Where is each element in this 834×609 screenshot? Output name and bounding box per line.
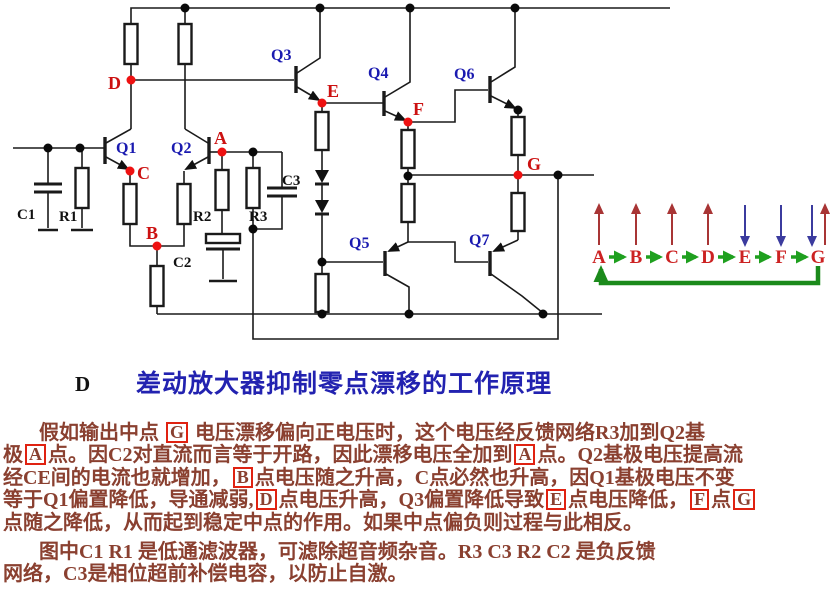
feedback-flow-diagram: A B C D E F G — [592, 203, 830, 286]
component-label-Q6: Q6 — [454, 66, 474, 83]
text-segment: 经CE间的电流也就增加， — [3, 466, 231, 489]
capacitors — [34, 182, 297, 283]
section-label: D — [75, 372, 91, 396]
text-line: 图中C1 R1 是低通滤波器，可滤除超音频杂音。R3 C3 R2 C2 是负反馈 — [3, 541, 833, 563]
paragraph-2: 图中C1 R1 是低通滤波器，可滤除超音频杂音。R3 C3 R2 C2 是负反馈… — [3, 541, 833, 586]
boxed-node-ref-A: A — [514, 444, 536, 466]
flow-letter-E: E — [739, 247, 752, 268]
page-title: 差动放大器抑制零点漂移的工作原理 — [136, 371, 553, 398]
node-label-C: C — [137, 163, 150, 183]
component-label-C2: C2 — [173, 255, 191, 271]
text-segment: 图中C1 R1 是低通滤波器，可滤除超音频杂音。R3 C3 R2 C2 是负反馈 — [39, 540, 656, 563]
text-segment: 极 — [3, 444, 23, 467]
text-segment: 点电压随之升高，C点必然也升高，因Q1基极电压不变 — [254, 466, 735, 489]
component-label-R2: R2 — [193, 209, 211, 225]
node-label-E: E — [327, 81, 339, 101]
component-label-Q7: Q7 — [469, 232, 489, 249]
flow-letter-C: C — [665, 247, 679, 268]
boxed-node-ref-D: D — [255, 489, 277, 511]
text-line: 假如输出中点 G 电压漂移偏向正电压时，这个电压经反馈网络R3加到Q2基 — [3, 422, 833, 444]
text-segment: 电压漂移偏向正电压时，这个电压经反馈网络R3加到Q2基 — [190, 422, 706, 444]
boxed-node-ref-E: E — [546, 489, 567, 511]
flow-letter-F: F — [775, 247, 787, 268]
text-segment: 点。因C2对直流而言等于开路，因此漂移电压全加到 — [48, 444, 513, 467]
circuit-wires — [13, 7, 670, 340]
component-label-R1: R1 — [59, 209, 77, 225]
component-label-Q2: Q2 — [171, 140, 191, 157]
flow-letter-D: D — [701, 247, 715, 268]
node-label-D: D — [108, 73, 121, 93]
text-segment: 等于Q1偏置降低，导通减弱, — [3, 489, 254, 512]
node-label-A: A — [214, 128, 227, 148]
boxed-node-ref-G: G — [733, 489, 756, 511]
transistors — [103, 66, 519, 276]
feedback-loop-arrow — [593, 265, 821, 286]
text-segment: 点电压升高，Q3偏置降低导致 — [278, 489, 545, 512]
text-segment: 点。Q2基极电压提高流 — [537, 444, 744, 467]
boxed-node-ref-G: G — [166, 422, 189, 443]
boxed-node-ref-A: A — [25, 444, 46, 466]
title-bar: D 差动放大器抑制零点漂移的工作原理 — [0, 364, 834, 398]
text-line: 网络，C3是相位超前补偿电容，以防止自激。 — [3, 563, 833, 585]
flow-letter-G: G — [811, 247, 826, 268]
component-label-Q5: Q5 — [349, 235, 369, 252]
diodes — [315, 170, 329, 216]
node-label-B: B — [146, 223, 158, 243]
node-label-F: F — [413, 99, 424, 119]
boxed-node-ref-F: F — [690, 489, 710, 511]
component-label-Q3: Q3 — [271, 47, 291, 64]
text-segment: 网络，C3是相位超前补偿电容，以防止自激。 — [3, 563, 408, 586]
flow-letter-B: B — [630, 247, 643, 268]
boxed-node-ref-B: B — [232, 466, 253, 488]
text-line: 点随之降低，从而起到稳定中点的作用。如果中点偏负则过程与此相反。 — [3, 512, 833, 534]
text-segment: 点随之降低，从而起到稳定中点的作用。如果中点偏负则过程与此相反。 — [3, 511, 643, 534]
component-label-R3: R3 — [249, 209, 267, 225]
component-label-Q1: Q1 — [116, 140, 136, 157]
component-label-C3: C3 — [282, 173, 300, 189]
node-label-G: G — [527, 154, 541, 174]
text-segment: 假如输出中点 — [39, 422, 164, 444]
component-label-Q4: Q4 — [368, 65, 388, 82]
text-segment: 点 — [711, 489, 732, 512]
resistors — [74, 22, 526, 314]
component-label-C1: C1 — [17, 207, 35, 223]
flow-letter-A: A — [592, 247, 606, 268]
text-segment: 点电压降低， — [568, 489, 689, 512]
node-dots — [125, 75, 523, 251]
junction-dots — [43, 3, 563, 319]
